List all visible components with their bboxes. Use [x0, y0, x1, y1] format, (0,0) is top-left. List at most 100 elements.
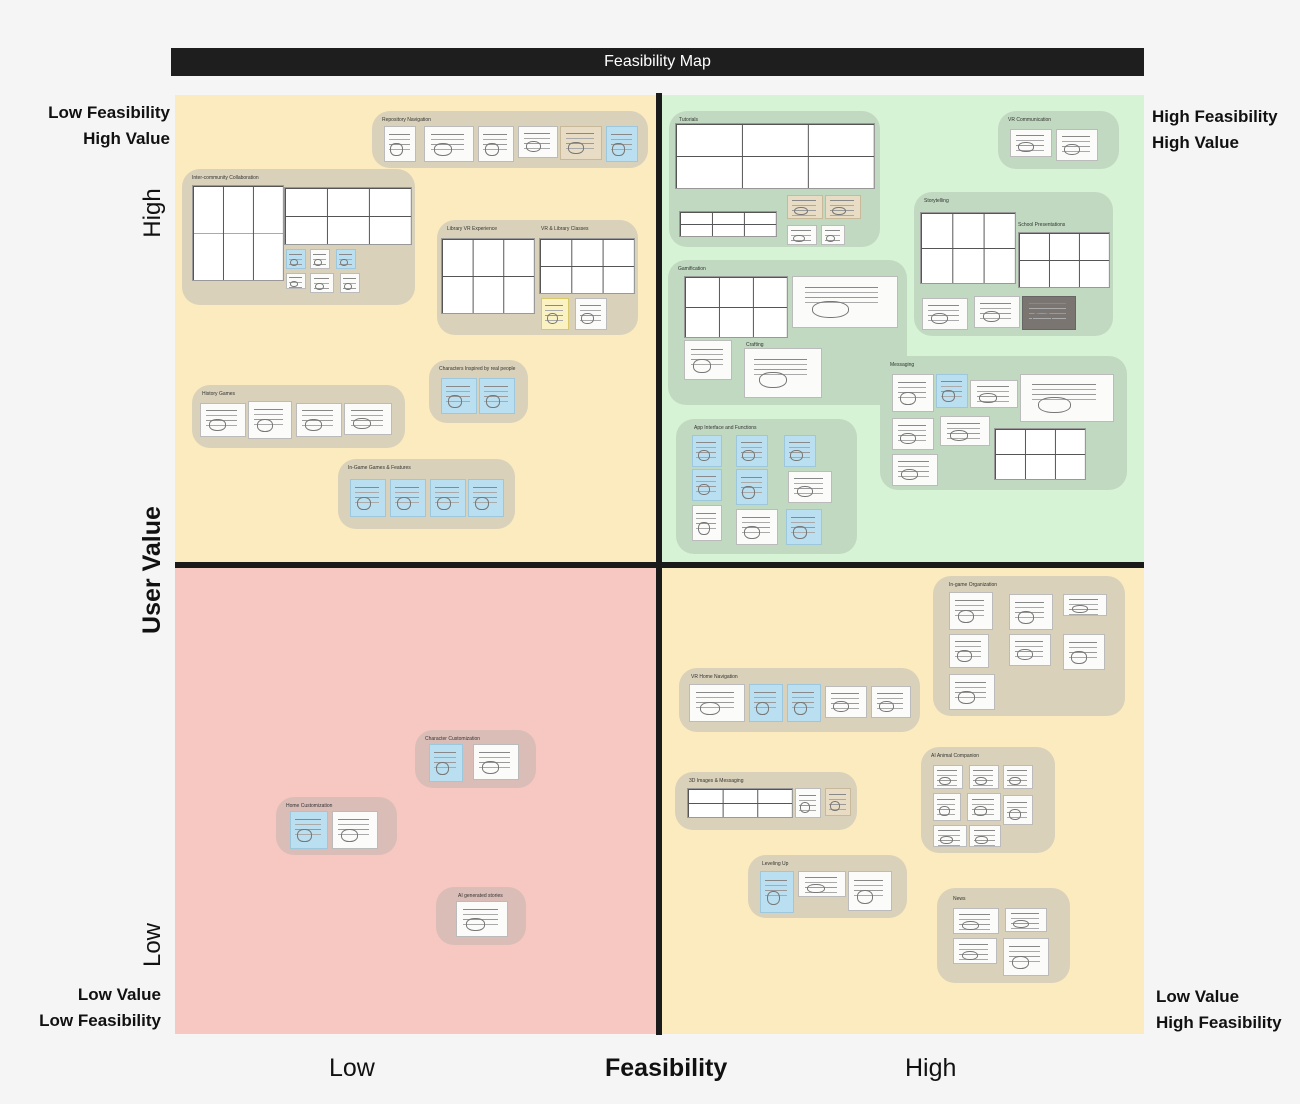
sticky-note[interactable] — [787, 684, 821, 722]
sketch-group-library-vr[interactable]: Library VR Experience VR & Library Class… — [437, 220, 638, 335]
sticky-note[interactable] — [692, 435, 722, 467]
sticky-note[interactable] — [390, 479, 426, 517]
sketch-thumbnail[interactable] — [1009, 634, 1051, 666]
storyboard-sketch[interactable] — [687, 788, 793, 818]
sketch-thumbnail[interactable] — [949, 592, 993, 630]
sketch-thumbnail[interactable] — [953, 908, 999, 934]
storyboard-sketch[interactable] — [920, 212, 1016, 284]
sketch-group-history-games[interactable]: History Games — [192, 385, 405, 448]
sticky-note[interactable] — [936, 374, 968, 408]
sketch-thumbnail[interactable] — [310, 249, 330, 269]
sketch-thumbnail[interactable] — [1009, 594, 1053, 630]
sketch-thumbnail[interactable] — [825, 686, 867, 718]
sketch-thumbnail[interactable] — [1003, 938, 1049, 976]
sketch-thumbnail[interactable] — [1063, 594, 1107, 616]
sketch-thumbnail[interactable] — [248, 401, 292, 439]
sticky-note[interactable] — [336, 249, 356, 269]
sketch-thumbnail[interactable] — [736, 509, 778, 545]
sketch-thumbnail[interactable] — [541, 298, 569, 330]
sketch-thumbnail[interactable] — [340, 273, 360, 293]
sketch-thumbnail[interactable] — [825, 788, 851, 816]
sketch-thumbnail[interactable] — [892, 418, 934, 450]
sketch-group-gamification[interactable]: Gamification Crafting — [668, 260, 907, 405]
sketch-group-in-game-organization[interactable]: In-game Organization — [933, 576, 1125, 716]
sketch-thumbnail[interactable] — [1020, 374, 1114, 422]
sketch-thumbnail[interactable] — [953, 938, 997, 964]
sketch-thumbnail[interactable] — [969, 825, 1001, 847]
sketch-thumbnail[interactable] — [795, 788, 821, 818]
sketch-thumbnail[interactable] — [296, 403, 342, 437]
sticky-note[interactable] — [692, 469, 722, 501]
sketch-thumbnail[interactable] — [575, 298, 607, 330]
sketch-thumbnail[interactable] — [848, 871, 892, 911]
storyboard-sketch[interactable] — [679, 211, 777, 237]
sketch-thumbnail[interactable] — [384, 126, 416, 162]
sketch-group-app-interface[interactable]: App Interface and Functions — [676, 419, 857, 554]
sticky-note[interactable] — [441, 378, 477, 414]
sketch-group-messaging[interactable]: Messaging — [880, 356, 1127, 490]
sketch-group-inter-community-collaboration[interactable]: Inter-community Collaboration — [182, 169, 415, 305]
sketch-thumbnail[interactable] — [787, 195, 823, 219]
sketch-thumbnail[interactable] — [967, 793, 1001, 821]
sketch-thumbnail[interactable] — [892, 454, 938, 486]
sketch-thumbnail[interactable] — [344, 403, 392, 435]
sketch-thumbnail[interactable] — [332, 811, 378, 849]
sketch-thumbnail[interactable] — [933, 765, 963, 789]
sticky-note[interactable] — [736, 469, 768, 505]
sketch-group-ai-animal-companion[interactable]: AI Animal Companion — [921, 747, 1055, 853]
storyboard-sketch[interactable] — [994, 428, 1086, 480]
sketch-thumbnail[interactable] — [871, 686, 911, 718]
sketch-group-vr-home-navigation[interactable]: VR Home Navigation — [679, 668, 920, 732]
sticky-note[interactable] — [429, 744, 463, 782]
sticky-note[interactable] — [350, 479, 386, 517]
sketch-thumbnail[interactable] — [1003, 795, 1033, 825]
sketch-thumbnail[interactable] — [798, 871, 846, 897]
sketch-group-vr-communication[interactable]: VR Communication — [998, 111, 1119, 169]
storyboard-sketch[interactable] — [441, 238, 535, 314]
sketch-thumbnail[interactable] — [821, 225, 845, 245]
sketch-group-ai-stories[interactable]: AI generated stories — [436, 887, 526, 945]
sticky-note[interactable] — [606, 126, 638, 162]
sketch-thumbnail[interactable] — [974, 296, 1020, 328]
sticky-note[interactable] — [286, 249, 306, 269]
sticky-note[interactable] — [749, 684, 783, 722]
sketch-group-repository-navigation[interactable]: Repository Navigation — [372, 111, 648, 168]
sketch-group-characters-real-people[interactable]: Characters Inspired by real people — [429, 360, 528, 423]
sketch-thumbnail[interactable] — [892, 374, 934, 412]
sketch-group-character-customization[interactable]: Character Customization — [415, 730, 536, 788]
sketch-thumbnail[interactable] — [478, 126, 514, 162]
sketch-thumbnail[interactable] — [1005, 908, 1047, 932]
sketch-group-tutorials[interactable]: Tutorials — [669, 111, 880, 247]
storyboard-sketch[interactable] — [192, 185, 284, 281]
sketch-group-news[interactable]: News — [937, 888, 1070, 983]
sketch-thumbnail[interactable] — [560, 126, 602, 160]
sketch-thumbnail[interactable] — [788, 471, 832, 503]
sketch-thumbnail[interactable] — [518, 126, 558, 158]
sketch-group-3d-images-messaging[interactable]: 3D Images & Messaging — [675, 772, 857, 830]
sketch-thumbnail[interactable] — [684, 340, 732, 380]
sketch-thumbnail[interactable] — [825, 195, 861, 219]
sketch-thumbnail[interactable] — [970, 380, 1018, 408]
sketch-thumbnail[interactable] — [933, 825, 967, 847]
sticky-note[interactable] — [479, 378, 515, 414]
sticky-note[interactable] — [290, 811, 328, 849]
sticky-note[interactable] — [430, 479, 466, 517]
sketch-thumbnail[interactable] — [1022, 296, 1076, 330]
sketch-group-home-customization[interactable]: Home Customization — [276, 797, 397, 855]
sketch-thumbnail[interactable] — [286, 273, 306, 289]
sketch-group-in-game-games[interactable]: In-Game Games & Features — [338, 459, 515, 529]
storyboard-sketch[interactable] — [675, 123, 875, 189]
sketch-thumbnail[interactable] — [949, 674, 995, 710]
sticky-note[interactable] — [760, 871, 794, 913]
sketch-thumbnail[interactable] — [1063, 634, 1105, 670]
sticky-note[interactable] — [784, 435, 816, 467]
sketch-thumbnail[interactable] — [744, 348, 822, 398]
sketch-thumbnail[interactable] — [689, 684, 745, 722]
sketch-thumbnail[interactable] — [933, 793, 961, 821]
sketch-thumbnail[interactable] — [1003, 765, 1033, 789]
sketch-thumbnail[interactable] — [692, 505, 722, 541]
storyboard-sketch[interactable] — [284, 187, 412, 245]
sketch-thumbnail[interactable] — [949, 634, 989, 668]
sketch-thumbnail[interactable] — [969, 765, 999, 789]
sketch-thumbnail[interactable] — [473, 744, 519, 780]
